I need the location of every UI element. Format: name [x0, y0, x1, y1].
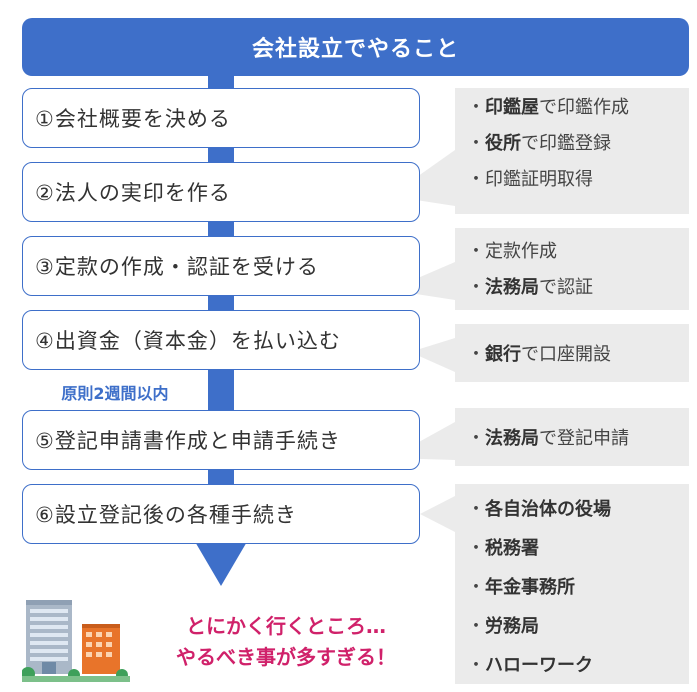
note-registration-procedures: ・法務局で登記申請 — [455, 408, 689, 466]
note-item: ・各自治体の役場 — [467, 498, 611, 520]
note-item: ・役所で印鑑登録 — [467, 133, 611, 154]
note-articles-procedures: ・定款作成 ・法務局で認証 — [455, 228, 689, 310]
footer-line-2: やるべき事が多すぎる！ — [176, 645, 396, 669]
note-item: ・税務署 — [467, 537, 539, 559]
down-arrow-icon — [194, 540, 248, 586]
note-item: ・定款作成 — [467, 241, 557, 262]
step-3-articles-of-incorporation: ③定款の作成・認証を受ける — [22, 236, 420, 296]
note-item: ・印鑑証明取得 — [467, 169, 593, 190]
note-item: ・労務局 — [467, 615, 539, 637]
note-item: ・ハローワーク — [467, 654, 593, 676]
footer-message: とにかく行くところ… やるべき事が多すぎる！ — [150, 611, 422, 673]
step-4-capital-payment: ④出資金（資本金）を払い込む — [22, 310, 420, 370]
step-2-corporate-seal: ②法人の実印を作る — [22, 162, 420, 222]
period-label: 原則2週間以内 — [22, 376, 208, 408]
note-offices-list: ・各自治体の役場 ・税務署 ・年金事務所 ・労務局 ・ハローワーク — [455, 484, 689, 684]
office-buildings-icon — [22, 600, 130, 682]
step-5-registration-application: ⑤登記申請書作成と申請手続き — [22, 410, 420, 470]
note-item: ・法務局で認証 — [467, 277, 593, 298]
diagram-title: 会社設立でやること — [22, 18, 689, 76]
step-1-company-outline: ①会社概要を決める — [22, 88, 420, 148]
note-seal-procedures: ・印鑑屋で印鑑作成 ・役所で印鑑登録 ・印鑑証明取得 — [455, 88, 689, 214]
note-bank-procedures: ・銀行で口座開設 — [455, 324, 689, 382]
note-item: ・銀行で口座開設 — [467, 344, 611, 365]
callout-pointer — [420, 496, 455, 532]
step-6-post-registration-procedures: ⑥設立登記後の各種手続き — [22, 484, 420, 544]
note-item: ・法務局で登記申請 — [467, 428, 629, 449]
note-item: ・印鑑屋で印鑑作成 — [467, 97, 629, 118]
note-item: ・年金事務所 — [467, 576, 575, 598]
footer-line-1: とにかく行くところ… — [186, 614, 386, 638]
